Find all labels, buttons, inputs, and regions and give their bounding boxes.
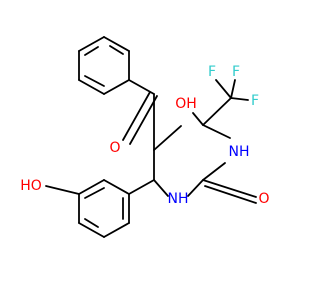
ring-carbonyl-double-bond [204, 185, 257, 204]
benzoyl-ring-bond [103, 79, 130, 95]
carbonyl-double-bond [129, 95, 158, 145]
ring-bond [153, 179, 169, 197]
benzoyl-ring-bond [78, 36, 105, 52]
ring-bond [202, 124, 231, 139]
benzoyl-ring-inner-bond [84, 75, 105, 87]
molecule-diagram: O OH F F F NH O NH HO [20, 36, 270, 238]
phenol-ring-inner-bond [84, 187, 105, 199]
carbonyl-oxygen-label: O [109, 140, 120, 156]
phenol-hydroxyl-bond [45, 185, 80, 195]
c6-aryl-bond [128, 179, 155, 195]
structure-svg: O OH F F F NH O NH HO [20, 36, 270, 238]
fluorine-label-1: F [208, 64, 216, 80]
carbonyl-double-bond [122, 91, 151, 141]
c4-hydroxyl-bond [192, 112, 204, 126]
benzoyl-ring-inner-bond [109, 45, 124, 55]
hydroxyl-label: OH [175, 96, 197, 112]
ring-nh-label-lower: NH [168, 191, 189, 207]
benzoyl-ring-bond [103, 36, 130, 52]
c4-cf3-bond [202, 97, 232, 126]
ring-carbonyl-double-bond [202, 179, 257, 198]
cf3-bond [230, 79, 236, 99]
phenol-ring-bond [103, 222, 130, 238]
ring-bond [202, 162, 226, 181]
phenol-ring-bond [78, 222, 105, 238]
fluorine-label-3: F [251, 93, 259, 109]
cf3-bond [215, 79, 232, 99]
fluorine-label-2: F [232, 64, 240, 80]
benzoyl-ring-bond [78, 79, 105, 95]
phenol-hydroxyl-label: HO [20, 178, 42, 194]
phenol-ring-bond [78, 179, 105, 195]
ring-nh-label-upper: NH [229, 144, 250, 160]
benzoyl-ring-inner-bond [84, 46, 99, 56]
ring-bond [153, 125, 182, 151]
phenol-ring-bond [103, 179, 130, 195]
ring-bond [187, 179, 204, 197]
phenol-ring-inner-bond [84, 218, 99, 228]
ring-carbonyl-oxygen-label: O [258, 191, 269, 207]
cf3-bond [230, 97, 249, 101]
